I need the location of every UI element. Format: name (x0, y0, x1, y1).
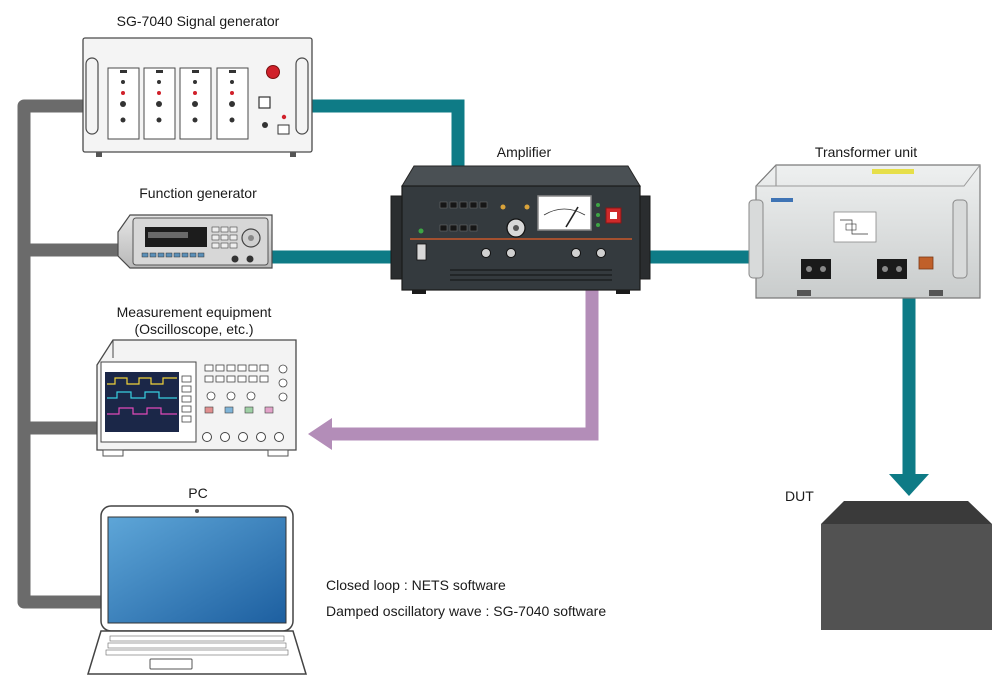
label-dut: DUT (785, 488, 814, 504)
note-damped-wave: Damped oscillatory wave : SG-7040 softwa… (326, 603, 606, 619)
feedback-path-cable (330, 286, 599, 441)
label-transformer-unit: Transformer unit (815, 144, 917, 160)
function-generator-device (117, 214, 273, 269)
signal-generator-device (82, 37, 313, 157)
dut-block (821, 501, 992, 630)
note-closed-loop: Closed loop : NETS software (326, 577, 506, 593)
dut-arrow-head (889, 474, 929, 496)
feedback-arrow-head (308, 418, 332, 450)
label-amplifier: Amplifier (497, 144, 552, 160)
label-pc: PC (188, 485, 207, 501)
amplifier-device (390, 165, 651, 294)
transformer-unit-device (748, 164, 981, 299)
pc-laptop-device (86, 505, 308, 675)
pc-bus-cable (17, 99, 125, 609)
label-measurement-equipment: Measurement equipment (117, 304, 272, 320)
label-signal-generator: SG-7040 Signal generator (117, 13, 280, 29)
signal-path-cable (272, 99, 916, 474)
oscilloscope-device (96, 339, 297, 457)
label-measurement-sub: (Oscilloscope, etc.) (134, 321, 253, 337)
label-function-generator: Function generator (139, 185, 257, 201)
